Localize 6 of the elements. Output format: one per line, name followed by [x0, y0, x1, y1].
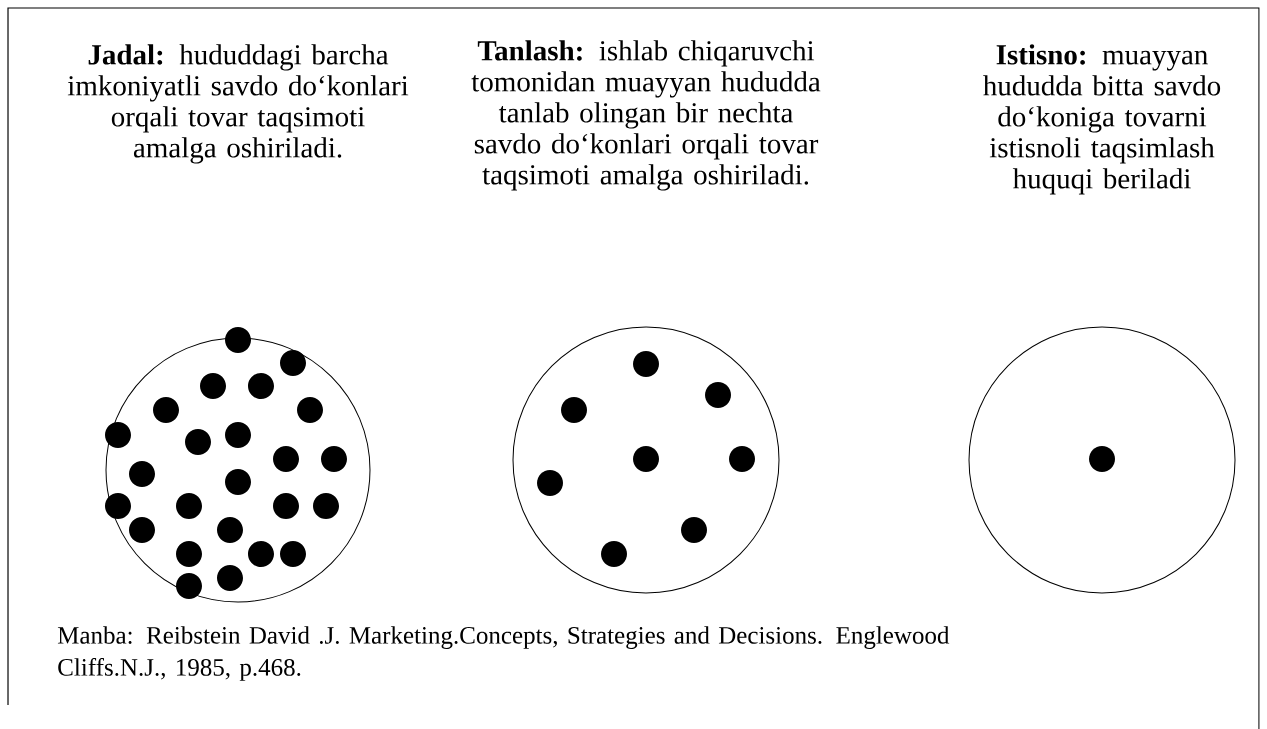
description-text: Istisno: muayyan hududda bitta savdo do‘koniga tovarni istisnoli taqsimlash huquqi beriladi — [983, 44, 1221, 195]
description-text: Tanlash: ishlab chiqaruvchi tomonidan muayyan hududda tanlab olingan bir nechta savdo do‘konlari orqali tovar taqsimoti amalga oshiriladi. — [471, 40, 821, 191]
circle-outline — [968, 326, 1236, 594]
source-note: Manba: Reibstein David .J. Marketing.Concepts, Strategies and Decisions. Englewood Cliffs.N.J., 1985, p.468. — [57, 626, 950, 681]
description-text: Jadal: hududdagi barcha imkoniyatli savdo do‘konlari orqali tovar taqsimoti amalga oshiriladi. — [67, 44, 409, 164]
circle-outline — [512, 326, 780, 594]
